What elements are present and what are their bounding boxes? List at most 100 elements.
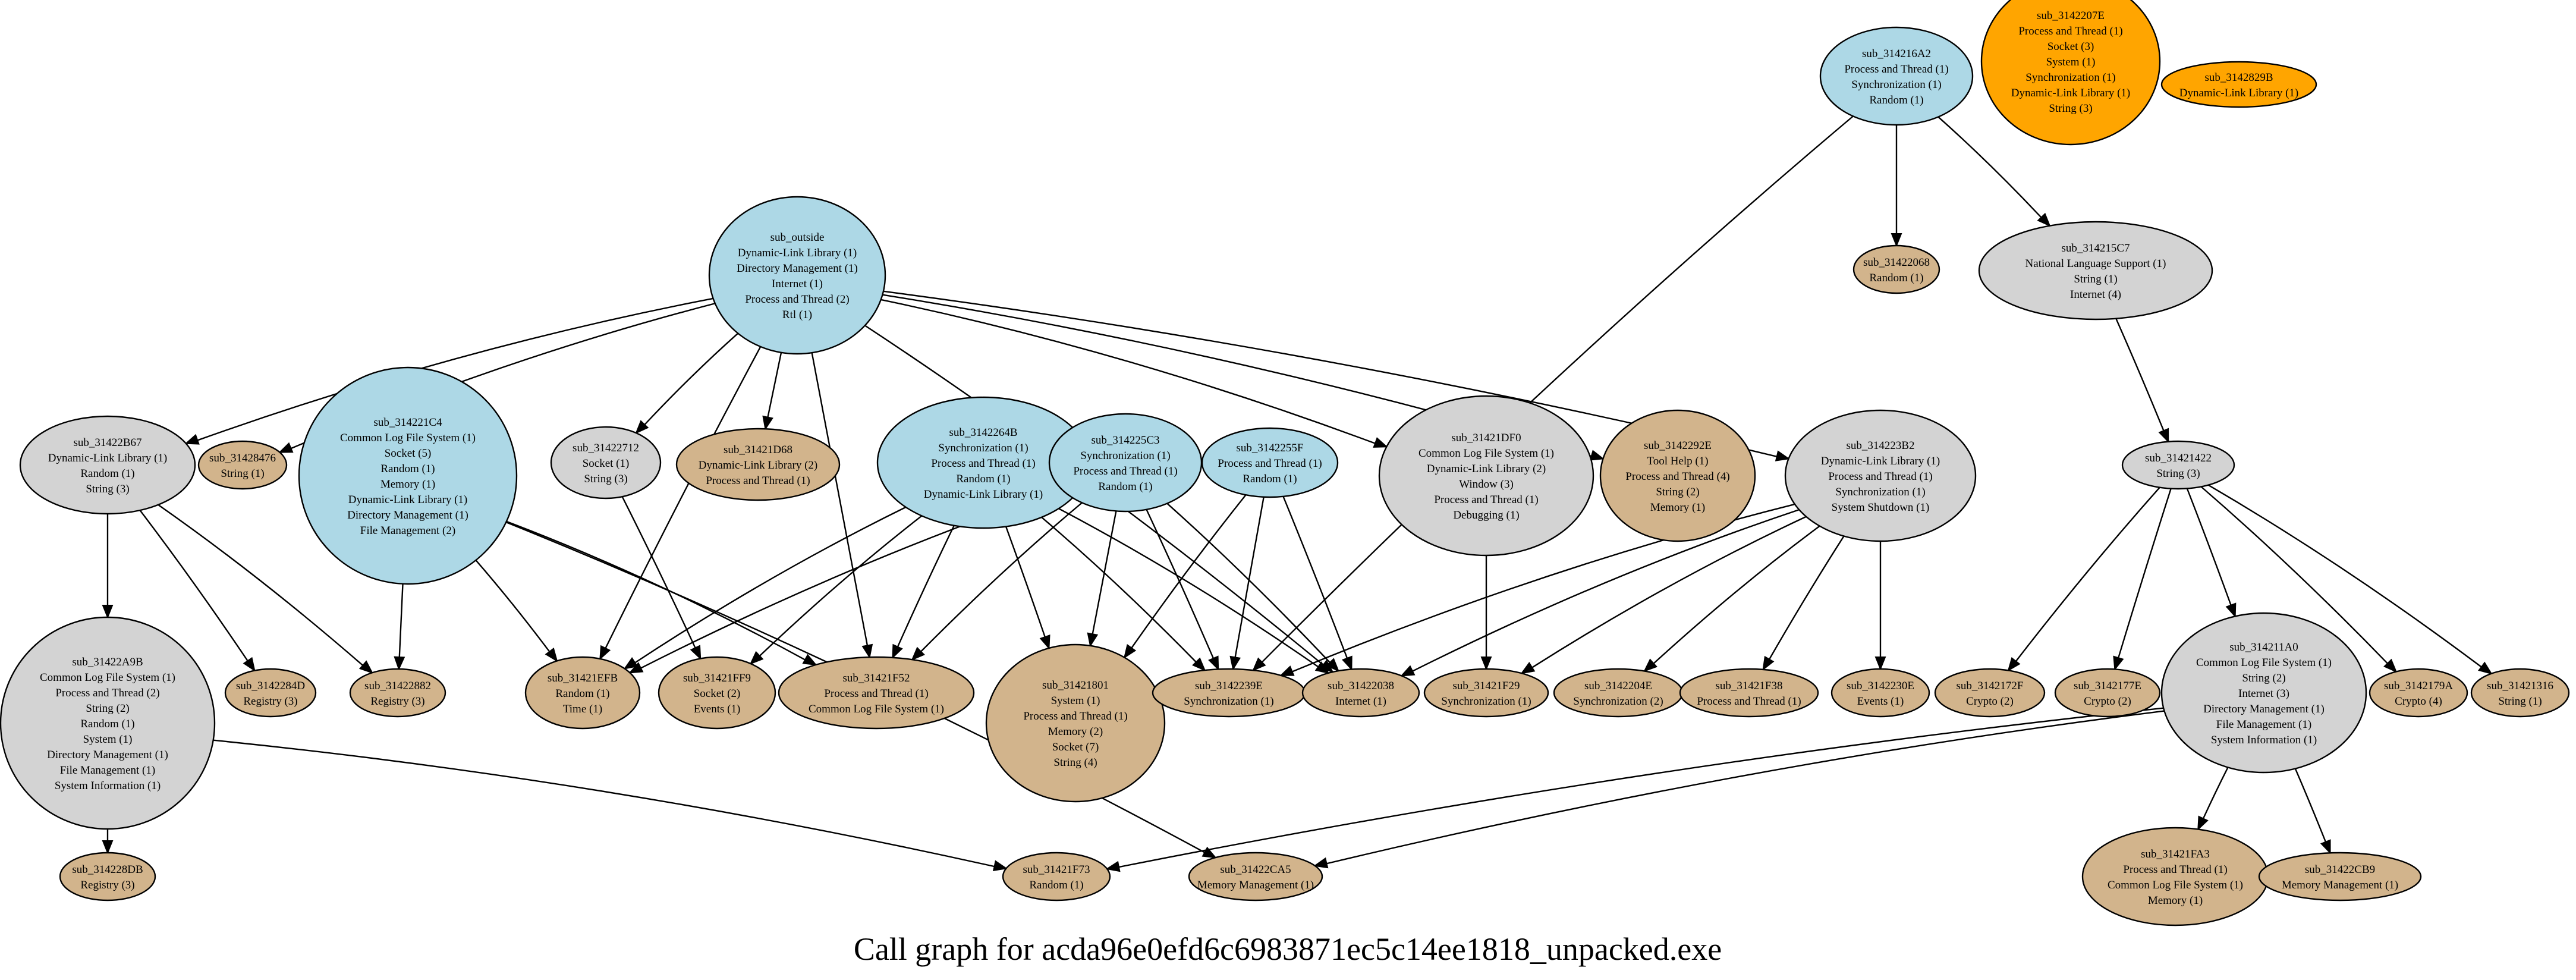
node-title: sub_31422068	[1863, 256, 1930, 269]
node-api-category: Memory (1)	[380, 478, 435, 491]
node-ellipse	[0, 616, 216, 830]
edge-arrowhead	[1105, 860, 1121, 872]
node-ellipse	[59, 852, 156, 902]
edge-line	[811, 352, 869, 646]
edge-sub_314221C4-to-sub_31421EFB	[475, 560, 558, 662]
node-ellipse	[2054, 668, 2161, 718]
node-ellipse	[298, 366, 518, 585]
edge-arrowhead	[802, 654, 817, 666]
node-ellipse	[2160, 61, 2317, 108]
edge-sub_3142255F-to-sub_31421801	[1123, 494, 1247, 659]
edge-arrowhead	[749, 651, 764, 665]
edge-line	[621, 496, 696, 648]
edge-arrowhead	[623, 657, 639, 670]
edge-sub_314225C3-to-sub_31422038	[1166, 502, 1340, 673]
edge-sub_31422B67-to-sub_31422882	[158, 504, 374, 674]
node-api-category: Dynamic-Link Library (1)	[2011, 87, 2130, 99]
node-ellipse	[1553, 668, 1684, 718]
edge-sub_314211A0-to-sub_31422CA5	[1313, 710, 2165, 869]
node-title: sub_31421DF0	[1451, 432, 1521, 444]
edge-arrowhead	[358, 660, 374, 674]
node-ellipse	[1934, 668, 2046, 718]
node-title: sub_314225C3	[1091, 434, 1159, 447]
edge-sub_31421422-to-sub_3142179A	[2200, 486, 2398, 673]
node-title: sub_31421316	[2487, 680, 2553, 692]
edge-arrowhead	[1201, 846, 1217, 859]
node-ellipse	[1852, 244, 1940, 294]
edge-sub_314223B2-to-sub_31421F29	[1520, 516, 1807, 674]
edge-arrowhead	[184, 434, 200, 445]
node-api-category: String (4)	[1053, 756, 1097, 769]
node-api-category: Internet (3)	[2238, 687, 2289, 700]
edge-arrowhead	[1039, 635, 1050, 650]
node-ellipse	[1980, 0, 2161, 146]
edge-line	[398, 583, 404, 658]
edge-sub_3142255F-to-sub_31422038	[1282, 496, 1353, 671]
node-api-category: Synchronization (1)	[1080, 450, 1170, 462]
node-api-category: Process and Thread (1)	[1828, 470, 1932, 483]
edge-sub_314221C4-to-sub_31422882	[394, 583, 405, 671]
node-ellipse	[1978, 221, 2213, 321]
node-api-category: String (3)	[86, 483, 129, 495]
node-title: sub_3142284D	[236, 680, 305, 692]
edge-line	[767, 352, 782, 417]
node-api-category: Rtl (1)	[782, 309, 812, 321]
node-ellipse	[1784, 409, 1977, 542]
node-title: sub_31422CB9	[2305, 863, 2375, 876]
edge-line	[920, 502, 1083, 652]
node-api-category: Process and Thread (1)	[2018, 25, 2122, 37]
node-ellipse	[1599, 409, 1756, 542]
node-ellipse	[985, 643, 1166, 803]
node-api-category: Memory Management (1)	[2282, 879, 2398, 891]
node-api-category: Random (1)	[555, 687, 609, 700]
edge-arrowhead	[635, 420, 649, 435]
node-api-category: Random (1)	[1098, 480, 1152, 493]
edge-line	[2115, 318, 2165, 431]
node-api-category: Process and Thread (1)	[1434, 494, 1538, 506]
edge-sub_31422A9B-to-sub_314228DB	[102, 828, 114, 855]
node-api-category: Crypto (4)	[2395, 695, 2442, 708]
node-ellipse	[1819, 26, 1974, 126]
edge-line	[644, 332, 739, 425]
edge-line	[2118, 488, 2172, 658]
edge-sub_314223B2-to-sub_3142204E	[1643, 525, 1820, 673]
edge-line	[2202, 767, 2229, 819]
edge-line	[1234, 497, 1265, 658]
node-api-category: Random (1)	[1243, 473, 1297, 485]
node-api-category: Crypto (2)	[2084, 695, 2131, 708]
node-api-category: System Information (1)	[55, 780, 161, 792]
node-title: sub_31421F73	[1023, 863, 1090, 876]
node-title: sub_31422CA5	[1220, 863, 1291, 876]
node-api-category: Memory Management (1)	[1197, 879, 1314, 891]
edge-sub_31421DF0-to-sub_31421F29	[1480, 555, 1492, 671]
node-ellipse	[1423, 668, 1549, 718]
edge-arrowhead	[545, 647, 558, 662]
node-ellipse	[2470, 668, 2570, 718]
node-title: sub_31421422	[2145, 452, 2212, 464]
edge-sub_31422712-to-sub_31421FF9	[621, 496, 702, 660]
edge-arrowhead	[102, 840, 114, 855]
node-ellipse	[349, 668, 446, 718]
node-api-category: Common Log File System (1)	[40, 671, 175, 684]
node-ellipse	[1201, 427, 1339, 498]
node-api-category: Synchronization (1)	[1441, 695, 1531, 708]
node-api-category: Socket (3)	[2047, 40, 2094, 53]
edge-sub_31422B67-to-sub_3142284D	[139, 510, 256, 672]
node-api-category: Process and Thread (1)	[1073, 465, 1177, 478]
node-api-category: Synchronization (1)	[2025, 71, 2115, 84]
node-title: sub_31421D68	[724, 444, 792, 456]
edge-arrowhead	[1252, 657, 1266, 672]
node-title: sub_314221C4	[373, 416, 442, 429]
node-api-category: Dynamic-Link Library (1)	[738, 247, 857, 259]
